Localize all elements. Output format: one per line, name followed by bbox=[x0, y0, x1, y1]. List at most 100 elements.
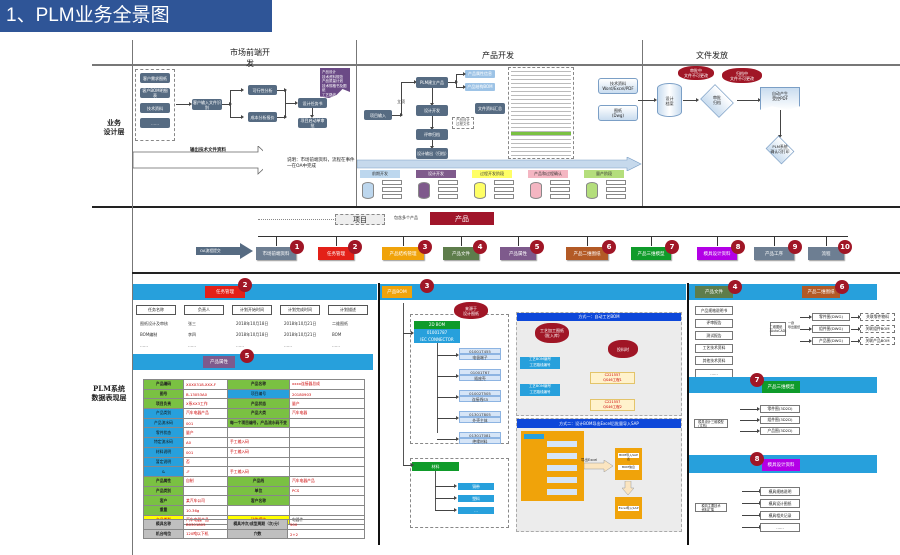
design-output-box[interactable]: 设计输出（归档） bbox=[416, 148, 449, 159]
badge-6: 6 bbox=[835, 280, 849, 294]
module-2[interactable]: 任务管理 bbox=[318, 247, 354, 260]
attribute-value bbox=[288, 446, 366, 458]
dwg-output[interactable]: 关联组件BOM bbox=[860, 325, 895, 333]
col-header-market: 市场前端开发 bbox=[230, 48, 270, 68]
module-9[interactable]: 产品工序 bbox=[754, 247, 794, 260]
tab-3d-models[interactable]: 产品三维模型 bbox=[762, 381, 800, 393]
tab-mold-design[interactable]: 模具设计资料 bbox=[762, 459, 800, 471]
dwg-output[interactable]: 关联零件物料 bbox=[860, 313, 895, 321]
material-trunk-2 bbox=[435, 471, 436, 511]
tab-product-files[interactable]: 产品文件 bbox=[695, 286, 733, 298]
attribute-value: 量产 bbox=[183, 427, 228, 439]
review-archive-box[interactable]: 评审归档 bbox=[416, 129, 448, 140]
dwg-source[interactable]: 二维图纸 (AutoCAD) bbox=[770, 322, 786, 336]
bom-root-code: 01001787 bbox=[414, 329, 460, 336]
module-10[interactable]: 流程 bbox=[808, 247, 844, 260]
module-6[interactable]: 产品二维图纸 bbox=[566, 247, 608, 260]
bom-child-code[interactable]: 01301T081 bbox=[459, 432, 501, 438]
arrow bbox=[403, 331, 414, 335]
market-center-box[interactable]: 客户输入文件识别 bbox=[192, 99, 222, 110]
product-file-item[interactable]: 产品规格说明书 bbox=[695, 306, 733, 315]
input-box-2[interactable]: 客户BOM明细表 bbox=[140, 88, 170, 98]
attribute-key: 产品类别 bbox=[143, 408, 184, 419]
mold-item[interactable]: 模具规格说明 bbox=[760, 487, 800, 496]
input-box-3[interactable]: 技术资料 bbox=[140, 103, 170, 113]
approval-box[interactable]: 项目启动单审批 bbox=[298, 118, 327, 128]
tab-product-bom[interactable]: 产品BOM bbox=[382, 286, 412, 298]
arrow bbox=[742, 513, 762, 517]
module-3[interactable]: 产品结构管理 bbox=[382, 247, 424, 260]
bom-child-name[interactable]: 外壳主体 bbox=[459, 417, 501, 423]
feasibility-box[interactable]: 可行性分析 bbox=[248, 85, 277, 95]
module-8[interactable]: 模具设计资料 bbox=[697, 247, 737, 260]
cloud-approving: 审批中 文件不可更改 bbox=[678, 66, 714, 80]
bom-child-code[interactable]: 01301T805 bbox=[459, 411, 501, 417]
method1-item[interactable]: 工艺路线编号 bbox=[520, 363, 560, 369]
drawings-box[interactable]: 图纸 (Dwg) bbox=[598, 105, 638, 121]
attribute-row: 产品类别汽车电器产品产品大类汽车电器 bbox=[143, 408, 366, 419]
material-child[interactable]: … bbox=[458, 507, 494, 514]
bom-child-code[interactable]: 01001T67 bbox=[459, 369, 501, 375]
input-box-4[interactable]: …… bbox=[140, 118, 170, 128]
product-file-item[interactable]: 其他技术资料 bbox=[695, 356, 733, 365]
method2-bom-block bbox=[521, 431, 584, 501]
file-summary-box[interactable]: 文件资料汇总 bbox=[475, 103, 505, 114]
mold-item[interactable]: 模具设计图纸 bbox=[760, 499, 800, 508]
bom-child-name[interactable]: 插座壳 bbox=[459, 375, 501, 381]
archive-db[interactable]: 设计 档案 bbox=[657, 83, 682, 117]
method1-item[interactable]: 工艺路线编号 bbox=[520, 390, 560, 396]
bom-child-name[interactable]: 连接线S5 bbox=[459, 396, 501, 402]
model3d-item[interactable]: 产品图(3D2D) bbox=[760, 427, 800, 435]
arrow bbox=[437, 353, 459, 357]
bom-child-name[interactable]: 绝缘材料 bbox=[459, 438, 501, 444]
product-file-item[interactable]: 测试报告 bbox=[695, 331, 733, 340]
auto-pdf-box[interactable]: 自动产生 受控PDF bbox=[760, 87, 800, 110]
project-box[interactable]: 项目 bbox=[335, 214, 385, 225]
module-7[interactable]: 产品三维模型 bbox=[631, 247, 671, 260]
bom-root[interactable]: 2D BOM bbox=[414, 321, 460, 329]
product-file-item[interactable]: 评审报告 bbox=[695, 318, 733, 328]
design-dev-box[interactable]: 设计开发 bbox=[416, 105, 448, 116]
bom-child-code[interactable]: 01001T455 bbox=[459, 348, 501, 354]
tab-product-2d-drawings[interactable]: 产品二维图纸 bbox=[802, 286, 840, 298]
module-4[interactable]: 产品文件 bbox=[443, 247, 479, 260]
mold-item[interactable]: …… bbox=[760, 523, 800, 532]
bom-child-name[interactable]: 电极端子 bbox=[459, 354, 501, 360]
module-1[interactable]: 市场前端资料 bbox=[256, 247, 296, 260]
design-task-box[interactable]: 设计任务书 bbox=[298, 98, 327, 108]
dwg-item[interactable]: 零件图(DWG) bbox=[812, 313, 850, 321]
method1-title: 方式一：自动工艺BOM bbox=[517, 313, 681, 321]
module-5[interactable]: 产品属性 bbox=[500, 247, 536, 260]
phase-database-icon bbox=[362, 182, 374, 199]
dwg-item[interactable]: 组件图(DWG) bbox=[812, 325, 850, 333]
quotation-box[interactable]: 成本分析报价 bbox=[248, 112, 277, 122]
method1-item[interactable]: 工艺BOM编号 bbox=[520, 357, 560, 363]
phase-database-icon bbox=[418, 182, 430, 199]
product-box[interactable]: 产品 bbox=[430, 212, 494, 225]
tab-task-management[interactable]: 任务管理 bbox=[205, 286, 245, 298]
product-file-item[interactable]: 工艺技术资料 bbox=[695, 343, 733, 353]
material-child[interactable]: 塑料 bbox=[458, 495, 494, 502]
tab-product-attributes[interactable]: 产品属性 bbox=[203, 356, 235, 368]
tech-files-box[interactable]: 技术资料 Word/Excel/PDF bbox=[598, 78, 638, 94]
model3d-source[interactable]: 模具设计三维模型 (文档) bbox=[694, 419, 728, 428]
dwg-output[interactable]: 关联产品BOM bbox=[860, 337, 895, 345]
cloud-design-source: 来源于 设计图纸 bbox=[454, 302, 488, 319]
note-item: 技术资料规范 bbox=[322, 74, 343, 79]
mold-item[interactable]: 模具相关记录 bbox=[760, 511, 800, 520]
attr-info-box[interactable]: 产品属性信息 bbox=[465, 70, 495, 78]
material-child[interactable]: 铜带 bbox=[458, 483, 494, 490]
task-header-4: 计划完成时间 bbox=[280, 305, 320, 315]
bom-structure-box[interactable]: 产品结构BOM bbox=[465, 83, 495, 91]
input-box-1[interactable]: 客户需求图纸 bbox=[140, 73, 170, 83]
model3d-item[interactable]: 零件图(3D2D) bbox=[760, 405, 800, 413]
dwg-item[interactable]: 产品图(DWG) bbox=[812, 337, 850, 345]
bom-child-code[interactable]: 01002T505 bbox=[459, 390, 501, 396]
material-root[interactable]: 材料 bbox=[412, 462, 459, 471]
plm-create-box[interactable]: PLM建立产品 bbox=[416, 77, 448, 88]
model3d-item[interactable]: 组件图(3D2D) bbox=[760, 416, 800, 424]
method1-item[interactable]: 工艺BOM编号 bbox=[520, 384, 560, 390]
project-input-box[interactable]: 项目输入 bbox=[364, 110, 392, 120]
mold-source[interactable]: 模具主要技术 资料汇集 bbox=[695, 503, 727, 512]
